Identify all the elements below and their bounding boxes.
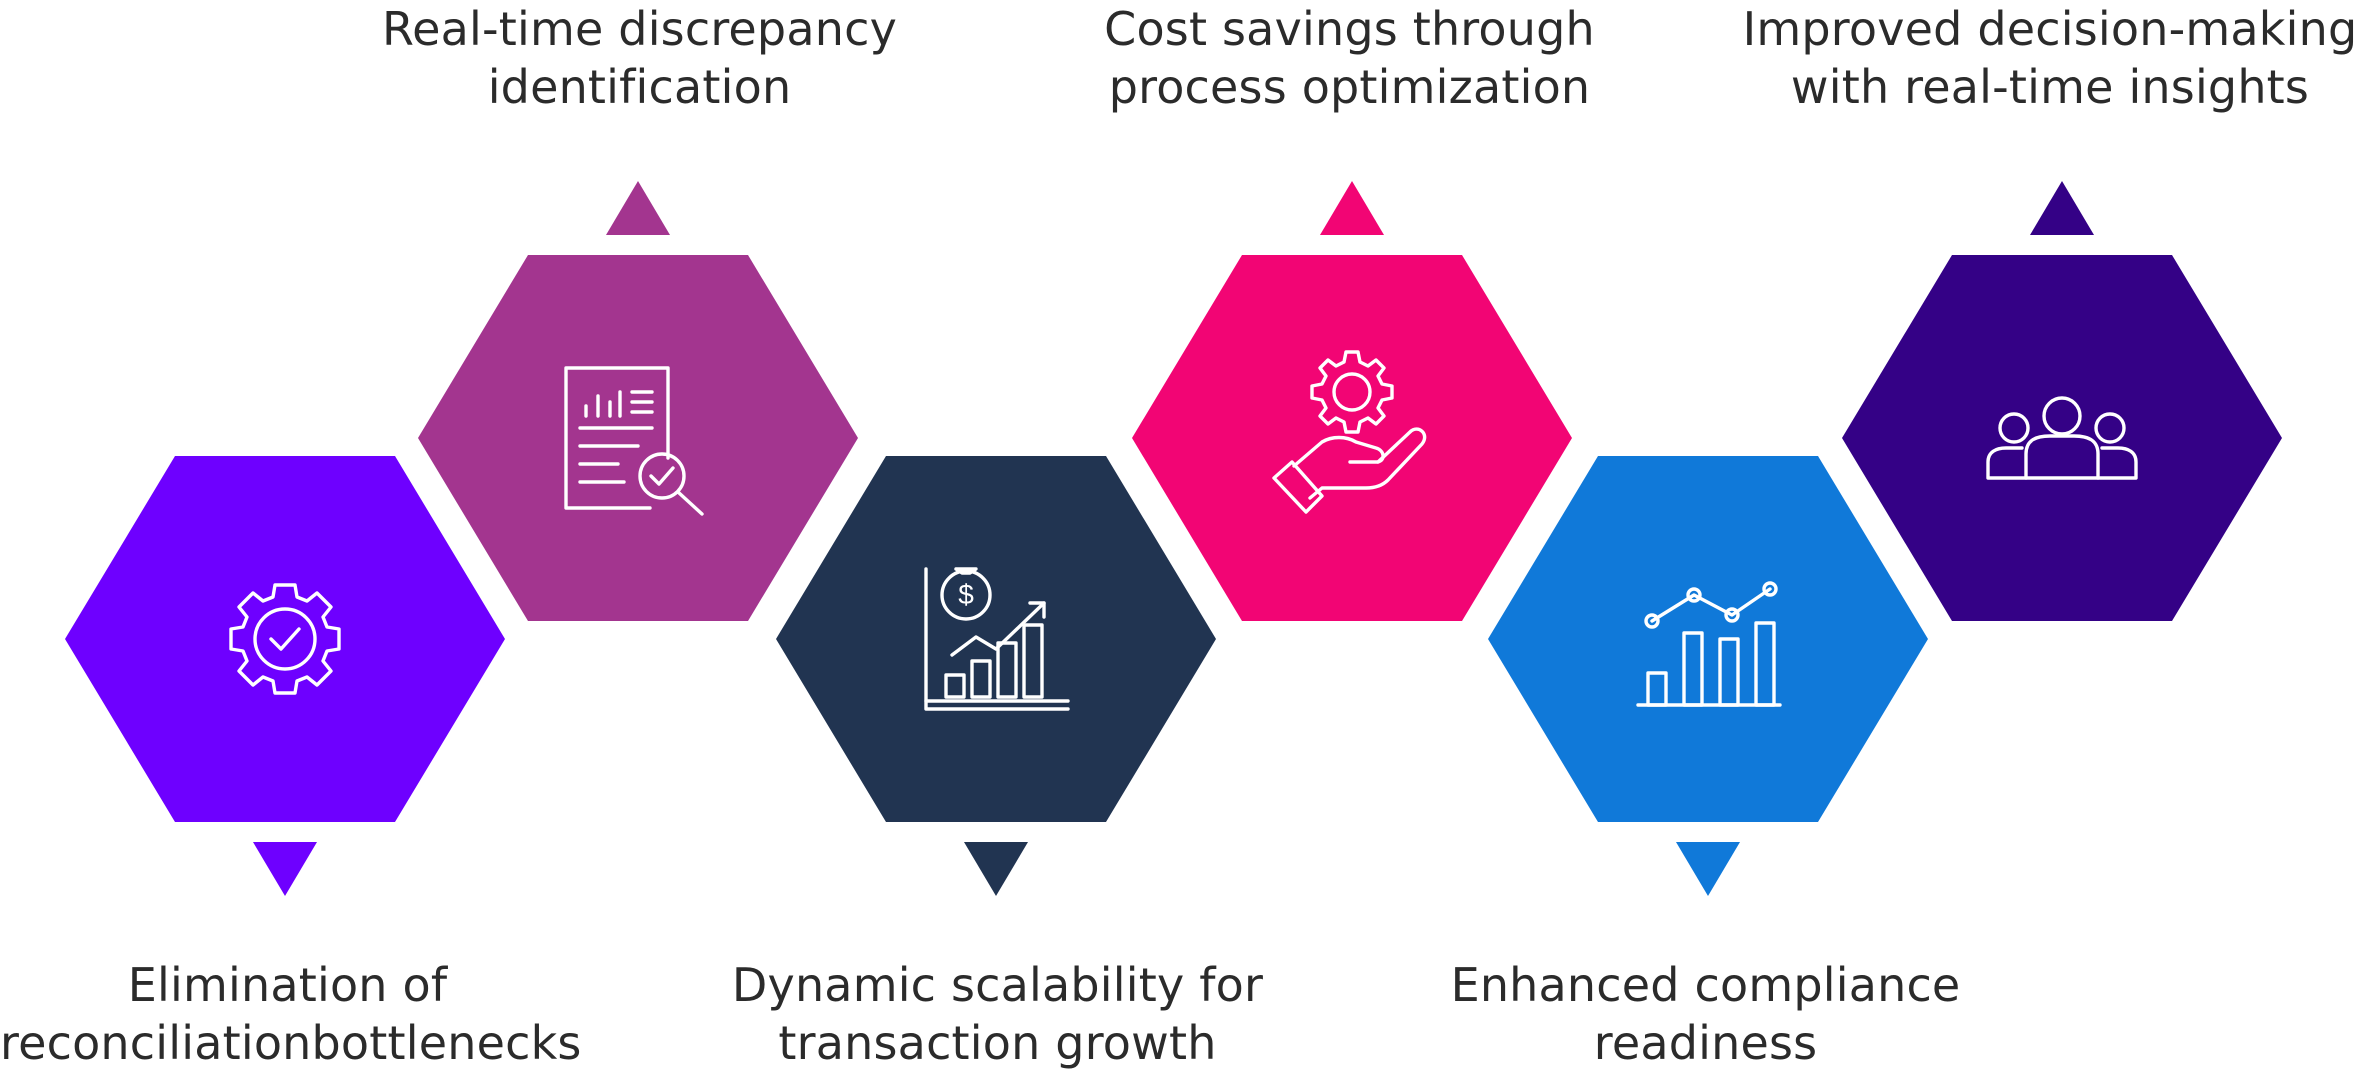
pointer-triangle-decision <box>2030 181 2094 235</box>
money-growth-chart-icon: $ <box>924 567 1070 711</box>
label-elimination-line-2: reconciliationbottlenecks <box>0 1016 582 1070</box>
hexagon-shape-cost <box>1132 255 1572 621</box>
svg-text:$: $ <box>958 579 974 610</box>
label-discrepancy-line-2: identification <box>487 60 792 114</box>
hexagon-elimination <box>65 456 505 896</box>
pointer-triangle-elimination <box>253 842 317 896</box>
hexagon-decision <box>1842 181 2282 621</box>
label-cost: Cost savings through process optimizatio… <box>1062 0 1637 116</box>
hexagon-cost <box>1132 181 1572 621</box>
pointer-triangle-compliance <box>1676 842 1740 896</box>
label-decision: Improved decision-making with real-time … <box>1740 0 2360 116</box>
hexagon-scalability: $ <box>776 456 1216 896</box>
label-compliance: Enhanced compliance readiness <box>1418 956 1993 1072</box>
pointer-triangle-scalability <box>964 842 1028 896</box>
hexagon-discrepancy <box>418 181 858 621</box>
report-magnifier-icon <box>564 366 704 516</box>
bar-line-chart-icon <box>1636 581 1782 707</box>
label-elimination-line-1: Elimination of <box>127 958 448 1012</box>
label-scalability-line-1: Dynamic scalability for <box>731 958 1264 1012</box>
label-discrepancy: Real-time discrepancy identification <box>352 0 927 116</box>
pointer-triangle-discrepancy <box>606 181 670 235</box>
hexagon-shape-decision <box>1842 255 2282 621</box>
hexagon-shape-compliance <box>1488 456 1928 822</box>
label-discrepancy-line-1: Real-time discrepancy <box>381 2 897 56</box>
hand-gear-icon <box>1272 350 1427 514</box>
label-cost-line-1: Cost savings through <box>1104 2 1595 56</box>
label-scalability: Dynamic scalability for transaction grow… <box>710 956 1285 1072</box>
hexagon-shape-discrepancy <box>418 255 858 621</box>
gear-check-icon <box>229 583 341 695</box>
hexagon-shape-scalability <box>776 456 1216 822</box>
pointer-triangle-cost <box>1320 181 1384 235</box>
label-scalability-line-2: transaction growth <box>778 1016 1217 1070</box>
label-decision-line-2: with real-time insights <box>1790 60 2310 114</box>
label-elimination: Elimination of reconciliationbottlenecks <box>0 956 582 1072</box>
hexagon-compliance <box>1488 456 1928 896</box>
label-cost-line-2: process optimization <box>1108 60 1591 114</box>
label-compliance-line-1: Enhanced compliance <box>1450 958 1961 1012</box>
label-compliance-line-2: readiness <box>1593 1016 1818 1070</box>
label-decision-line-1: Improved decision-making <box>1742 2 2358 56</box>
team-icon <box>1986 396 2138 480</box>
hexagon-shape-elimination <box>65 456 505 822</box>
